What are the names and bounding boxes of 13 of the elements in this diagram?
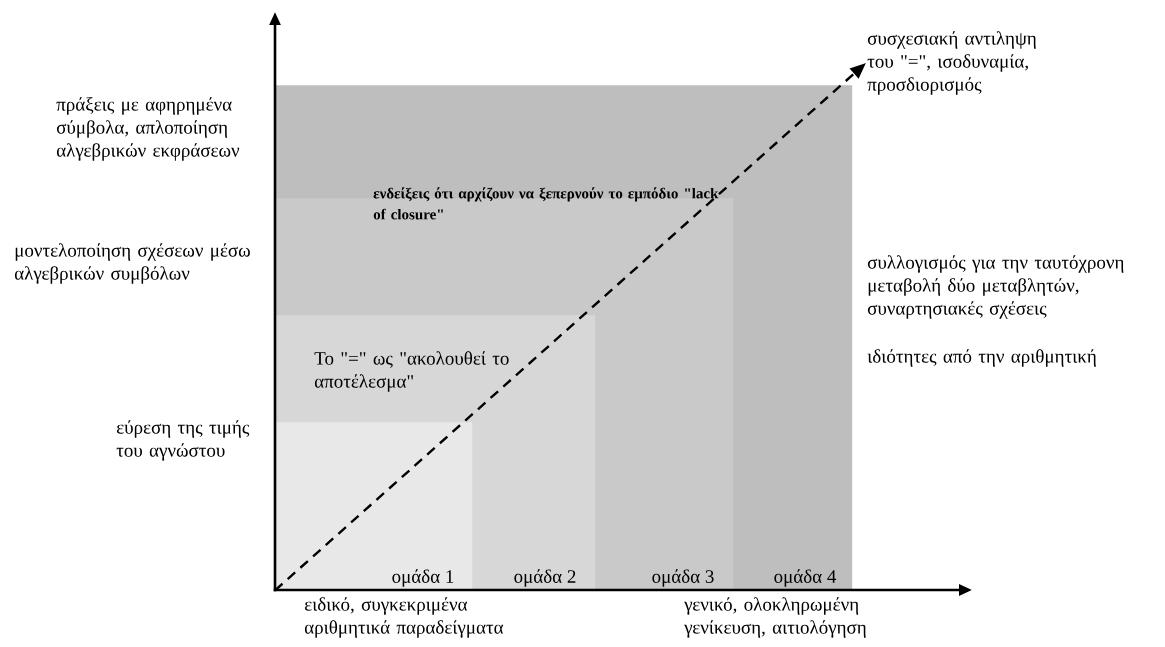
group-label: ομάδα 1	[392, 569, 454, 587]
axis-label: συλλογισμός για την ταυτόχρονη μεταβολή δύο μεταβλητών, συναρτησιακές σχέσεις	[867, 255, 1124, 319]
group-label: ομάδα 2	[514, 569, 576, 587]
axis-label: πράξεις με αφηρημένα σύμβολα, απλοποίηση αλγεβρικών εκφράσεων	[56, 97, 240, 161]
group-label: ομάδα 4	[774, 569, 837, 587]
region-note: Το "=" ως "ακολουθεί το αποτέλεσμα"	[314, 351, 509, 392]
axis-label: γενικό, ολοκληρωμένη γενίκευση, αιτιολόγηση	[684, 597, 866, 638]
axis-label: εύρεση της τιμής του αγνώστου	[116, 420, 250, 461]
axis-label: ιδιότητες από την αριθμητική	[867, 349, 1096, 367]
end-label: συσχεσιακή αντιληψη του "=", ισοδυναμία, προσδιορισμός	[867, 31, 1036, 95]
axis-label: μοντελοποίηση σχέσεων μέσω αλγεβρικών συμβόλων	[14, 243, 250, 284]
group-label: ομάδα 3	[652, 569, 714, 587]
region-note: ενδείξεις ότι αρχίζουν να ξεπερνούν το εμπόδιο "lack of closure"	[373, 187, 719, 220]
